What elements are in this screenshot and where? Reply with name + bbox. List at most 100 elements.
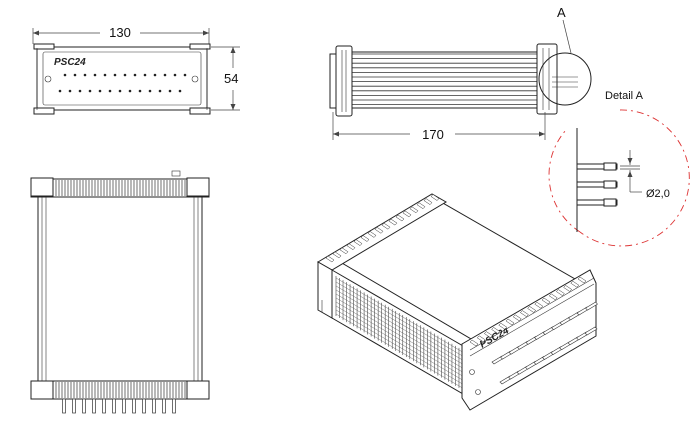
- ridge-fin: [541, 297, 551, 305]
- ridge-fin: [388, 218, 398, 226]
- ridge-fin: [476, 335, 486, 343]
- pin: [123, 73, 127, 77]
- height-dimension-label: 54: [224, 71, 238, 86]
- ridge-fin: [332, 251, 342, 259]
- ridge-fin: [423, 198, 433, 205]
- pin: [72, 398, 76, 414]
- diameter-label: Ø2,0: [646, 188, 670, 200]
- pin: [102, 398, 106, 414]
- heat-sink-fins: [351, 51, 538, 109]
- ridge-fin: [409, 206, 419, 214]
- width-dimension-label: 130: [109, 25, 131, 40]
- fin: [584, 326, 598, 336]
- side-vent-grille: [335, 276, 467, 392]
- fin: [585, 301, 598, 311]
- pin: [83, 73, 87, 77]
- vent-line: [335, 305, 467, 383]
- vent-line: [335, 313, 467, 391]
- pin: [152, 398, 156, 414]
- ridge-fin: [505, 318, 515, 326]
- pin: [178, 89, 182, 93]
- pin: [162, 398, 166, 414]
- pin: [93, 73, 97, 77]
- height-dimension: 54: [211, 46, 240, 111]
- detail-a-view: Detail A Ø2,0: [548, 90, 690, 247]
- front-logo: PSC24: [54, 57, 86, 68]
- pin: [58, 89, 62, 93]
- ridge-fin: [353, 239, 363, 246]
- ridge-fin: [469, 339, 479, 347]
- length-dimension: 170: [332, 112, 546, 142]
- ridge-fin: [430, 194, 440, 201]
- ridge-fin: [484, 331, 493, 338]
- ridge-fin: [381, 222, 391, 230]
- pin: [78, 89, 82, 93]
- pin: [128, 89, 132, 93]
- connector-pins-bottom: [62, 398, 176, 414]
- ridge-fin: [498, 322, 508, 330]
- ridge-fin: [339, 247, 349, 255]
- vent-line: [335, 309, 467, 387]
- side-view: A 170: [329, 5, 592, 142]
- ridge-fin: [360, 235, 370, 242]
- width-dimension: 130: [32, 25, 210, 44]
- ridge-fin: [491, 327, 500, 334]
- front-view: 130 PSC24 54: [32, 25, 240, 115]
- ridge-fin: [395, 214, 405, 222]
- pin: [172, 398, 176, 414]
- vent-line: [335, 301, 467, 379]
- pin: [112, 398, 116, 414]
- ridge-fin: [402, 210, 412, 218]
- pin: [158, 89, 162, 93]
- pin: [63, 73, 67, 77]
- pin: [168, 89, 172, 93]
- front-fins: [491, 301, 598, 385]
- ridge-fin: [527, 306, 536, 313]
- heat-sink-fins-top: [55, 180, 186, 196]
- pin: [138, 89, 142, 93]
- ridge-fin: [416, 202, 426, 210]
- pin: [82, 398, 86, 414]
- ridge-fin: [577, 276, 587, 284]
- ridge-fin: [534, 301, 544, 309]
- vent-line: [335, 297, 467, 375]
- top-ridge-fins: [325, 194, 587, 347]
- ridge-fin: [374, 226, 384, 234]
- pin: [73, 73, 77, 77]
- top-view: [30, 170, 210, 414]
- ridge-fin: [520, 310, 529, 317]
- pin: [183, 73, 187, 77]
- ridge-fin: [346, 243, 356, 251]
- pin: [173, 73, 177, 77]
- vent-line: [335, 293, 467, 371]
- pin: [92, 398, 96, 414]
- ridge-fin: [325, 255, 335, 263]
- pin: [68, 89, 72, 93]
- pin: [98, 89, 102, 93]
- vent-line: [335, 277, 467, 355]
- pin: [143, 73, 147, 77]
- ridge-fin: [512, 314, 522, 322]
- pin: [88, 89, 92, 93]
- detail-title: Detail A: [605, 90, 644, 102]
- ridge-fin: [548, 293, 558, 301]
- pin: [118, 89, 122, 93]
- ridge-fin: [570, 280, 580, 288]
- pin: [62, 398, 66, 414]
- heat-sink-fins-bottom: [55, 382, 186, 398]
- pin: [163, 73, 167, 77]
- ridge-fin: [563, 285, 572, 292]
- pin: [133, 73, 137, 77]
- vent-line: [335, 285, 467, 363]
- vent-line: [335, 289, 467, 367]
- ridge-fin: [556, 289, 565, 296]
- pin: [142, 398, 146, 414]
- connector-pins: [58, 73, 187, 93]
- ridge-fin: [367, 231, 377, 238]
- pin: [103, 73, 107, 77]
- isometric-view: PSC24: [317, 193, 598, 411]
- pin: [153, 73, 157, 77]
- pin: [113, 73, 117, 77]
- detail-pins: [576, 162, 618, 207]
